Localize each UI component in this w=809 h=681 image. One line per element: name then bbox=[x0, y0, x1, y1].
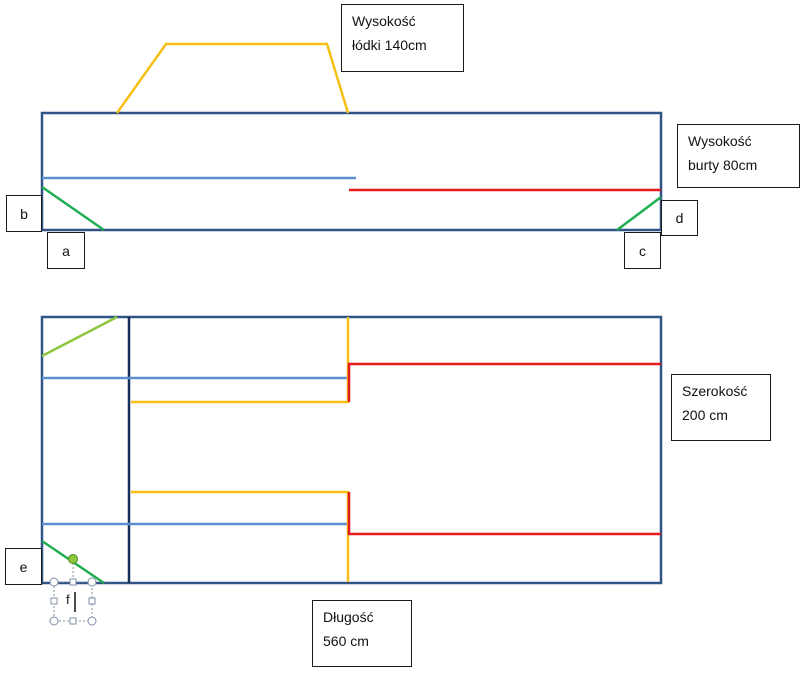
resize-handle[interactable] bbox=[50, 597, 58, 605]
red-line-plan-top bbox=[347, 362, 661, 402]
green-line-right-side bbox=[616, 196, 662, 231]
resize-handle[interactable] bbox=[49, 616, 59, 626]
length-label[interactable]: Długość 560 cm bbox=[312, 600, 412, 667]
side-view-outline bbox=[40, 111, 663, 232]
yellow-line-plan-top bbox=[131, 317, 350, 404]
light-green-line bbox=[41, 315, 118, 358]
red-line-plan-bottom bbox=[347, 492, 661, 536]
label-f[interactable]: f bbox=[66, 592, 70, 607]
resize-handle[interactable] bbox=[49, 577, 59, 587]
resize-handle[interactable] bbox=[87, 616, 97, 626]
plan-view-outline bbox=[40, 315, 663, 585]
boat-silhouette-line bbox=[115, 42, 350, 114]
side-height-label[interactable]: Wysokość burty 80cm bbox=[677, 124, 800, 188]
label-b[interactable]: b bbox=[6, 195, 42, 232]
label-e[interactable]: e bbox=[5, 548, 42, 585]
selection-frame[interactable] bbox=[49, 554, 97, 626]
label-c[interactable]: c bbox=[624, 232, 661, 269]
rotate-handle[interactable] bbox=[68, 554, 78, 564]
boat-height-label[interactable]: Wysokość łódki 140cm bbox=[341, 4, 464, 72]
resize-handle[interactable] bbox=[88, 597, 96, 605]
resize-handle[interactable] bbox=[87, 577, 97, 587]
label-d[interactable]: d bbox=[661, 200, 698, 236]
label-a[interactable]: a bbox=[47, 232, 85, 269]
resize-handle[interactable] bbox=[69, 617, 77, 625]
width-label[interactable]: Szerokość 200 cm bbox=[671, 374, 771, 441]
resize-handle[interactable] bbox=[69, 578, 77, 586]
yellow-line-plan-bottom bbox=[131, 490, 350, 582]
green-line-left-side bbox=[41, 185, 105, 232]
